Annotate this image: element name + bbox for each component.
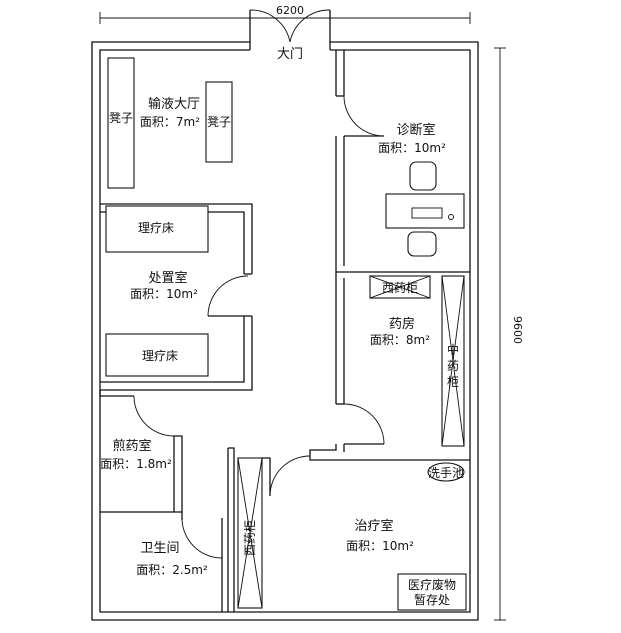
bench-right-label: 凳子 — [207, 114, 231, 129]
mouse — [448, 214, 454, 220]
consult-room-area: 面积：10m² — [378, 141, 446, 155]
treatment-prep-name: 处置室 — [148, 270, 187, 286]
chinese-cabinet-char-1: 中 — [447, 342, 459, 357]
dimension-height: 9600 — [494, 47, 524, 621]
washbasin-label: 洗手池 — [428, 466, 464, 480]
treatment-room-door — [262, 455, 311, 497]
decoction-name: 煎药室 — [112, 438, 151, 454]
dimension-width: 6200 — [99, 4, 471, 24]
consult-room-walls — [335, 50, 470, 273]
waste-storage — [397, 573, 467, 611]
decoction-area: 面积：1.8m² — [100, 457, 172, 471]
waste-label-line2: 暂存处 — [414, 593, 450, 607]
outer-walls — [91, 41, 479, 621]
toilet-walls — [181, 447, 235, 612]
pharmacy-area: 面积：8m² — [370, 333, 430, 347]
therapy-bed-top-label: 理疗床 — [138, 221, 174, 235]
bench-left-label: 凳子 — [109, 110, 133, 125]
therapy-bed-bottom — [105, 333, 209, 377]
entrance-label: 大门 — [277, 47, 303, 62]
toilet-area: 面积：2.5m² — [136, 563, 208, 577]
width-dimension-label: 6200 — [276, 4, 304, 17]
keyboard — [411, 207, 443, 219]
chair-top — [409, 161, 437, 191]
chinese-cabinet-char-3: 柜 — [447, 375, 459, 389]
infusion-hall-area: 面积：7m² — [140, 115, 200, 129]
desk — [385, 193, 465, 229]
bench-left — [107, 57, 135, 189]
chair-bottom — [407, 231, 437, 257]
treatment-room-area: 面积：10m² — [346, 539, 414, 553]
therapy-bed-bottom-label: 理疗床 — [142, 349, 178, 363]
treatment-room-name: 治疗室 — [354, 518, 393, 534]
infusion-hall-name: 输液大厅 — [148, 96, 200, 112]
washbasin — [427, 462, 465, 482]
bench-right — [205, 81, 233, 163]
treatment-prep-walls — [100, 203, 253, 391]
consult-room-name: 诊断室 — [396, 122, 435, 138]
pharmacy-name: 药房 — [389, 316, 415, 332]
main-entrance-doors: 大门 — [249, 9, 331, 62]
chinese-cabinet-char-2: 药 — [447, 359, 459, 373]
vertical-cabinet-label: 西药柜 — [243, 520, 257, 556]
height-dimension-label: 9600 — [511, 316, 524, 344]
waste-label-line1: 医疗废物 — [408, 577, 456, 592]
toilet-name: 卫生间 — [140, 541, 179, 556]
western-cabinet-label: 西药柜 — [382, 281, 418, 295]
therapy-bed-top — [105, 205, 209, 253]
pharmacy-walls — [309, 272, 470, 461]
treatment-prep-area: 面积：10m² — [130, 287, 198, 301]
